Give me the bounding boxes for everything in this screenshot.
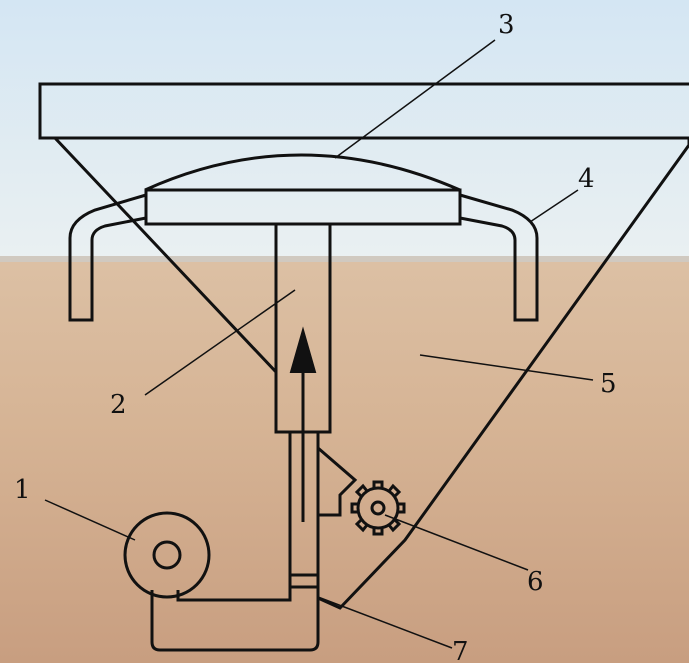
- label-6: 6: [527, 567, 544, 597]
- leader-6: [384, 514, 529, 571]
- return-pipe-outer: [150, 575, 320, 652]
- label-3: 3: [498, 10, 515, 40]
- ground-background: [0, 262, 689, 663]
- label-4: 4: [578, 164, 595, 194]
- valve-element: [288, 573, 320, 589]
- dome-deflector: [144, 153, 461, 192]
- leader-3: [334, 39, 496, 159]
- label-2: 2: [110, 390, 127, 420]
- leader-7: [317, 596, 453, 649]
- leader-4: [529, 189, 579, 223]
- side-shield-right: [459, 193, 539, 322]
- top-plate: [38, 82, 689, 140]
- gear-bracket: [317, 446, 358, 517]
- horizon-band: [0, 256, 689, 264]
- leader-2: [144, 289, 296, 396]
- flow-arrow: [289, 326, 317, 373]
- label-7: 7: [452, 637, 469, 663]
- label-1: 1: [14, 475, 31, 505]
- side-shield-left: [68, 193, 147, 322]
- sky-background: [0, 0, 689, 262]
- drive-gear: [350, 480, 406, 536]
- leader-1: [44, 499, 136, 541]
- leader-5: [419, 354, 594, 381]
- label-5: 5: [600, 369, 617, 399]
- pump: [123, 511, 211, 599]
